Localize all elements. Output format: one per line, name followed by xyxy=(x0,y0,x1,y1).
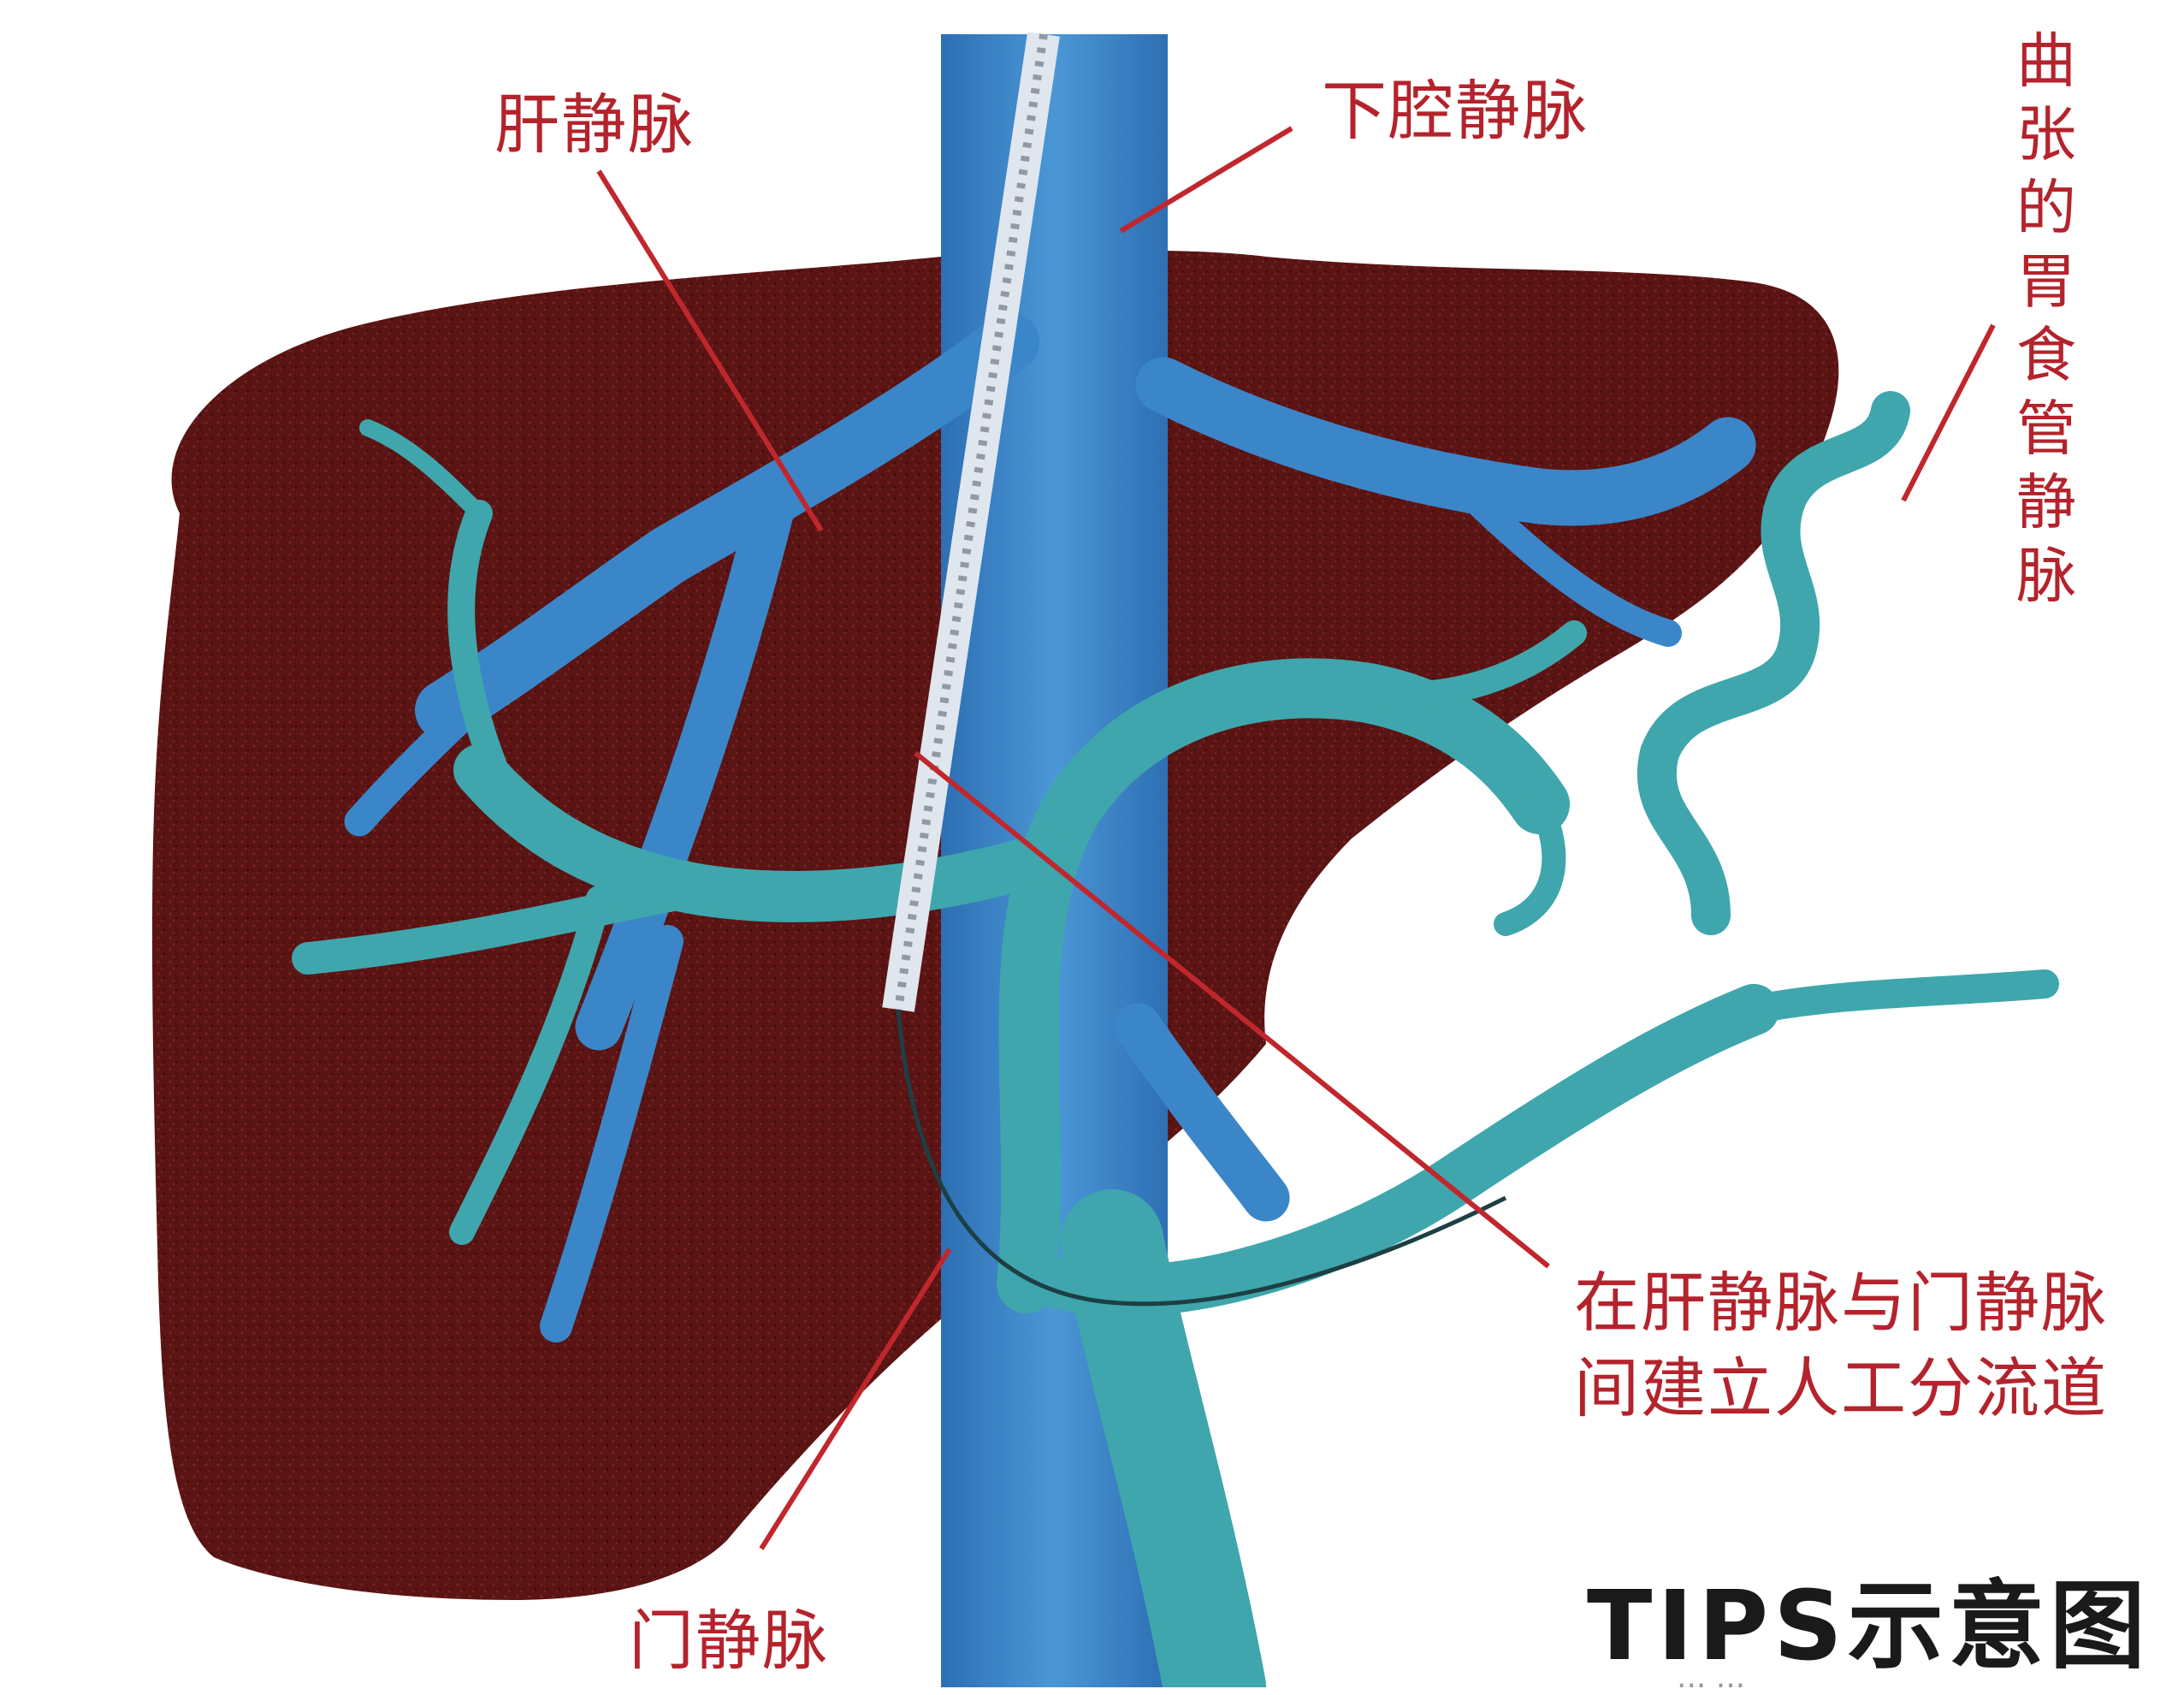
watermark: ... ... xyxy=(1677,1660,1745,1695)
label-gastroesophageal-varices: 曲 张 的 胃 食 管 静 脉 xyxy=(2012,24,2080,613)
diagram-title: TIPS示意图 xyxy=(1587,1549,2151,1687)
varices-char: 的 xyxy=(2012,171,2080,245)
varices-char: 曲 xyxy=(2012,24,2080,98)
label-shunt-line1: 在肝静脉与门静脉 xyxy=(1574,1271,2108,1336)
varices-char: 张 xyxy=(2012,98,2080,171)
label-ivc: 下腔静脉 xyxy=(1322,79,1589,144)
label-portal-vein: 门静脉 xyxy=(629,1609,829,1674)
varices-char: 管 xyxy=(2012,392,2080,465)
varices-char: 胃 xyxy=(2012,245,2080,318)
varices-char: 脉 xyxy=(2012,539,2080,613)
label-hepatic-vein: 肝静脉 xyxy=(494,92,695,157)
varices-char: 静 xyxy=(2012,465,2080,539)
label-shunt-line2: 间建立人工分流道 xyxy=(1574,1356,2108,1421)
varices-char: 食 xyxy=(2012,318,2080,392)
